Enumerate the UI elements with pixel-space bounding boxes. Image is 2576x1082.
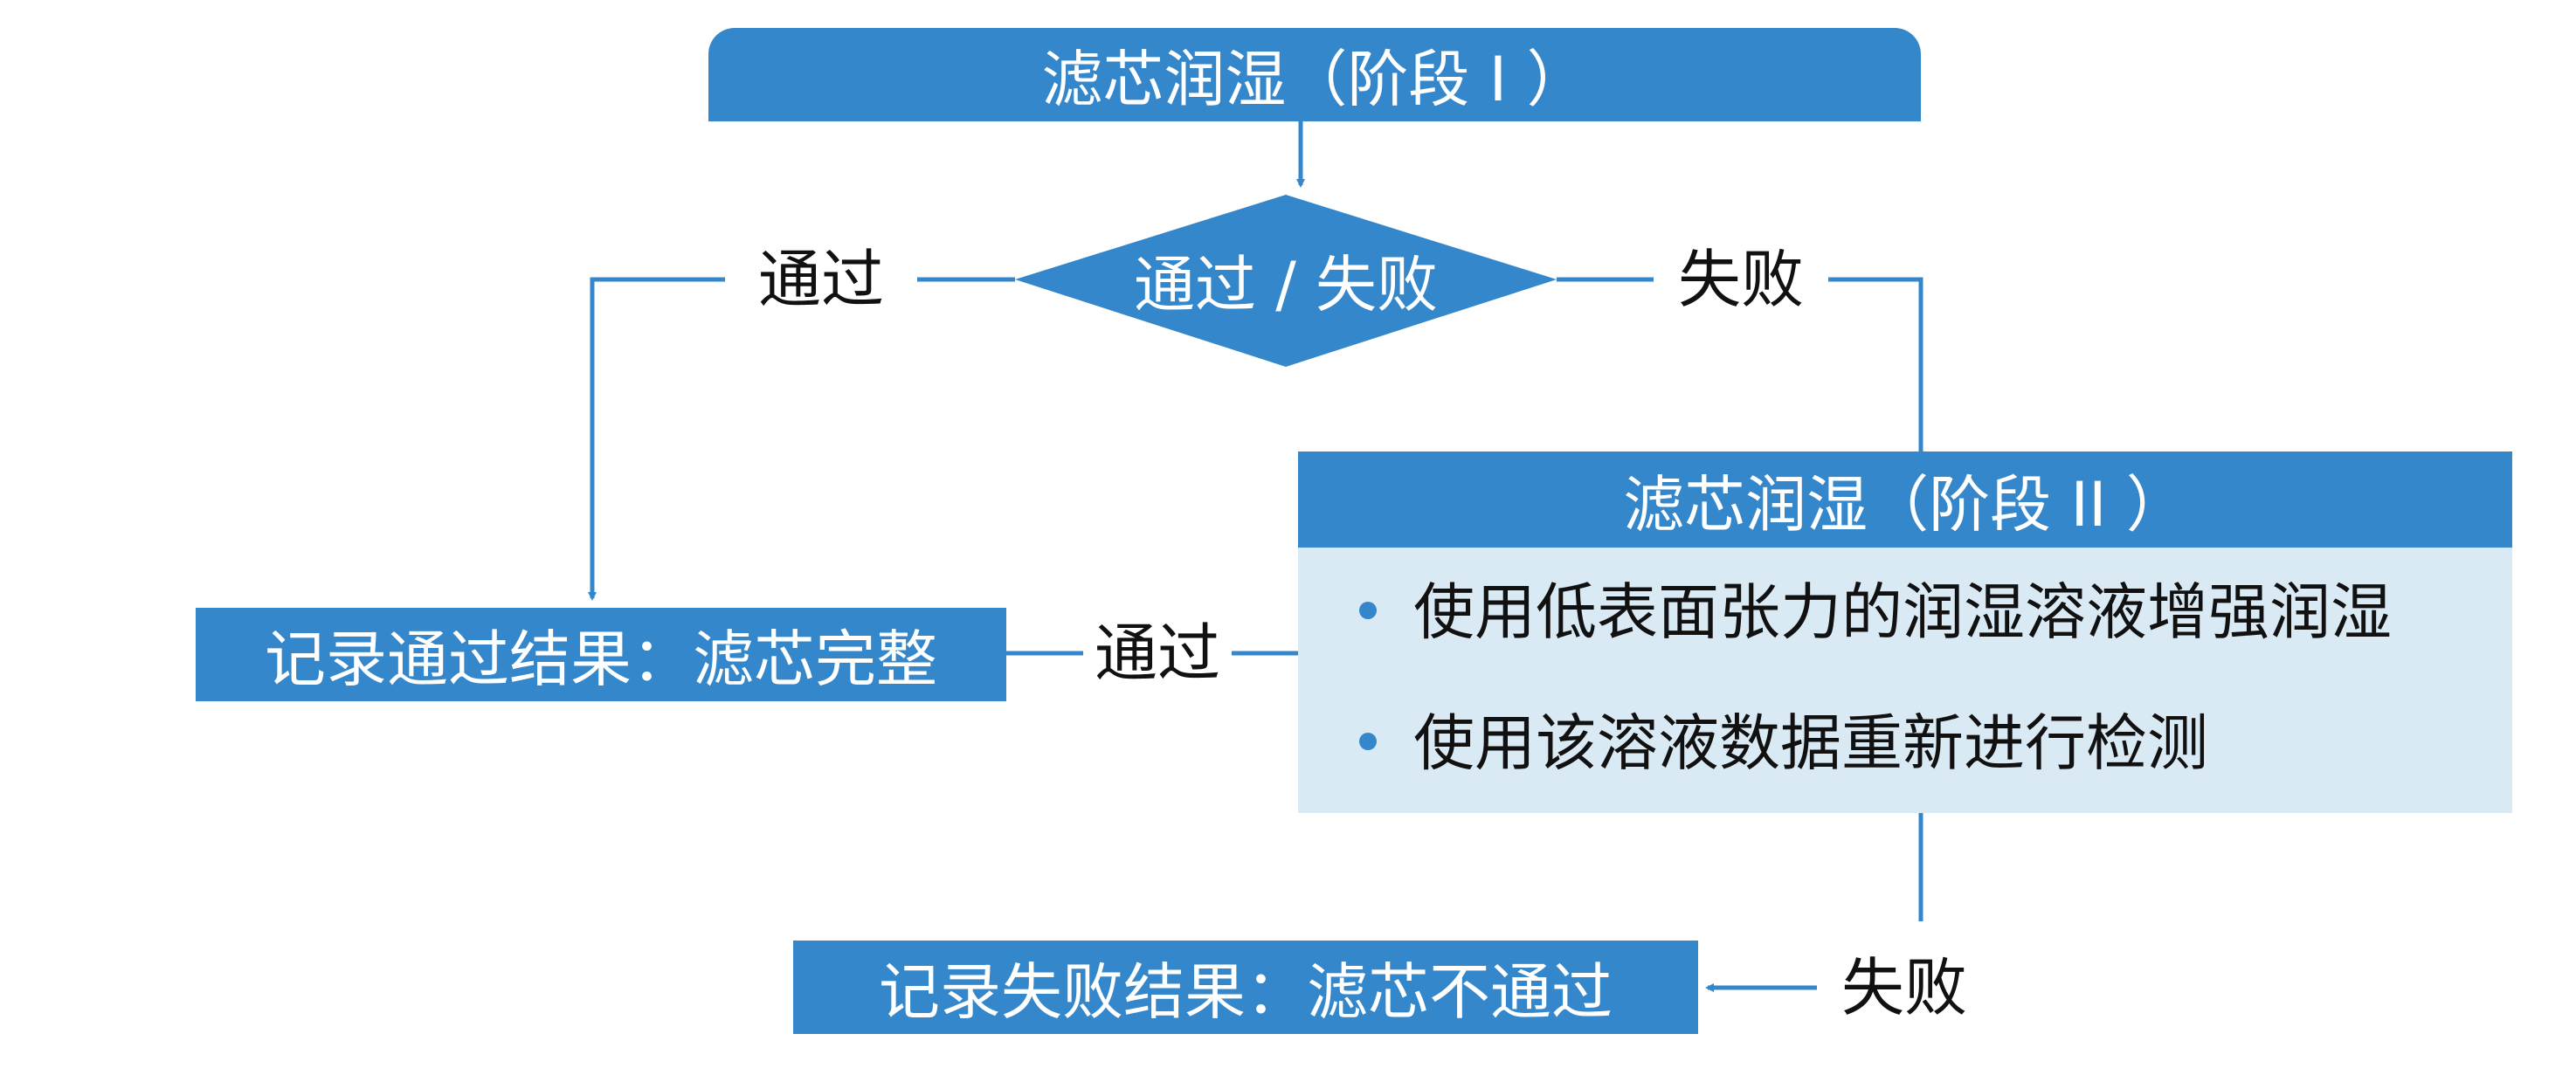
bullet-text: 使用低表面张力的润湿溶液增强润湿 — [1413, 576, 2392, 648]
stage2-body: 使用低表面张力的润湿溶液增强润湿 使用该溶液数据重新进行检测 — [1298, 548, 2512, 813]
decision-label: 通过 / 失败 — [1133, 248, 1439, 320]
fail-result-text: 记录失败结果：滤芯不通过 — [879, 956, 1613, 1028]
bullet-dot-icon — [1359, 602, 1377, 619]
label-mid-pass: 通过 — [1083, 614, 1232, 693]
stage1-title: 滤芯润湿（阶段 I ） — [1041, 44, 1588, 115]
stage2-bullet: 使用低表面张力的润湿溶液增强润湿 — [1359, 569, 2512, 700]
decision-diamond — [1015, 195, 1557, 367]
stage2-header: 滤芯润湿（阶段 II ） — [1298, 451, 2512, 548]
bullet-text: 使用该溶液数据重新进行检测 — [1413, 707, 2208, 779]
label-right-fail: 失败 — [1654, 240, 1828, 319]
bullet-dot-icon — [1359, 733, 1377, 750]
connector-pass-left — [588, 277, 1015, 601]
stage2-bullet: 使用该溶液数据重新进行检测 — [1359, 700, 2512, 830]
fail-result-box: 记录失败结果：滤芯不通过 — [793, 941, 1698, 1034]
stage2-title: 滤芯润湿（阶段 II ） — [1623, 468, 2187, 541]
label-left-pass: 通过 — [725, 240, 917, 319]
stage1-box: 滤芯润湿（阶段 I ） — [708, 28, 1921, 121]
pass-result-box: 记录通过结果：滤芯完整 — [196, 608, 1006, 701]
label-bottom-fail: 失败 — [1826, 948, 1983, 1027]
pass-result-text: 记录通过结果：滤芯完整 — [265, 624, 937, 695]
